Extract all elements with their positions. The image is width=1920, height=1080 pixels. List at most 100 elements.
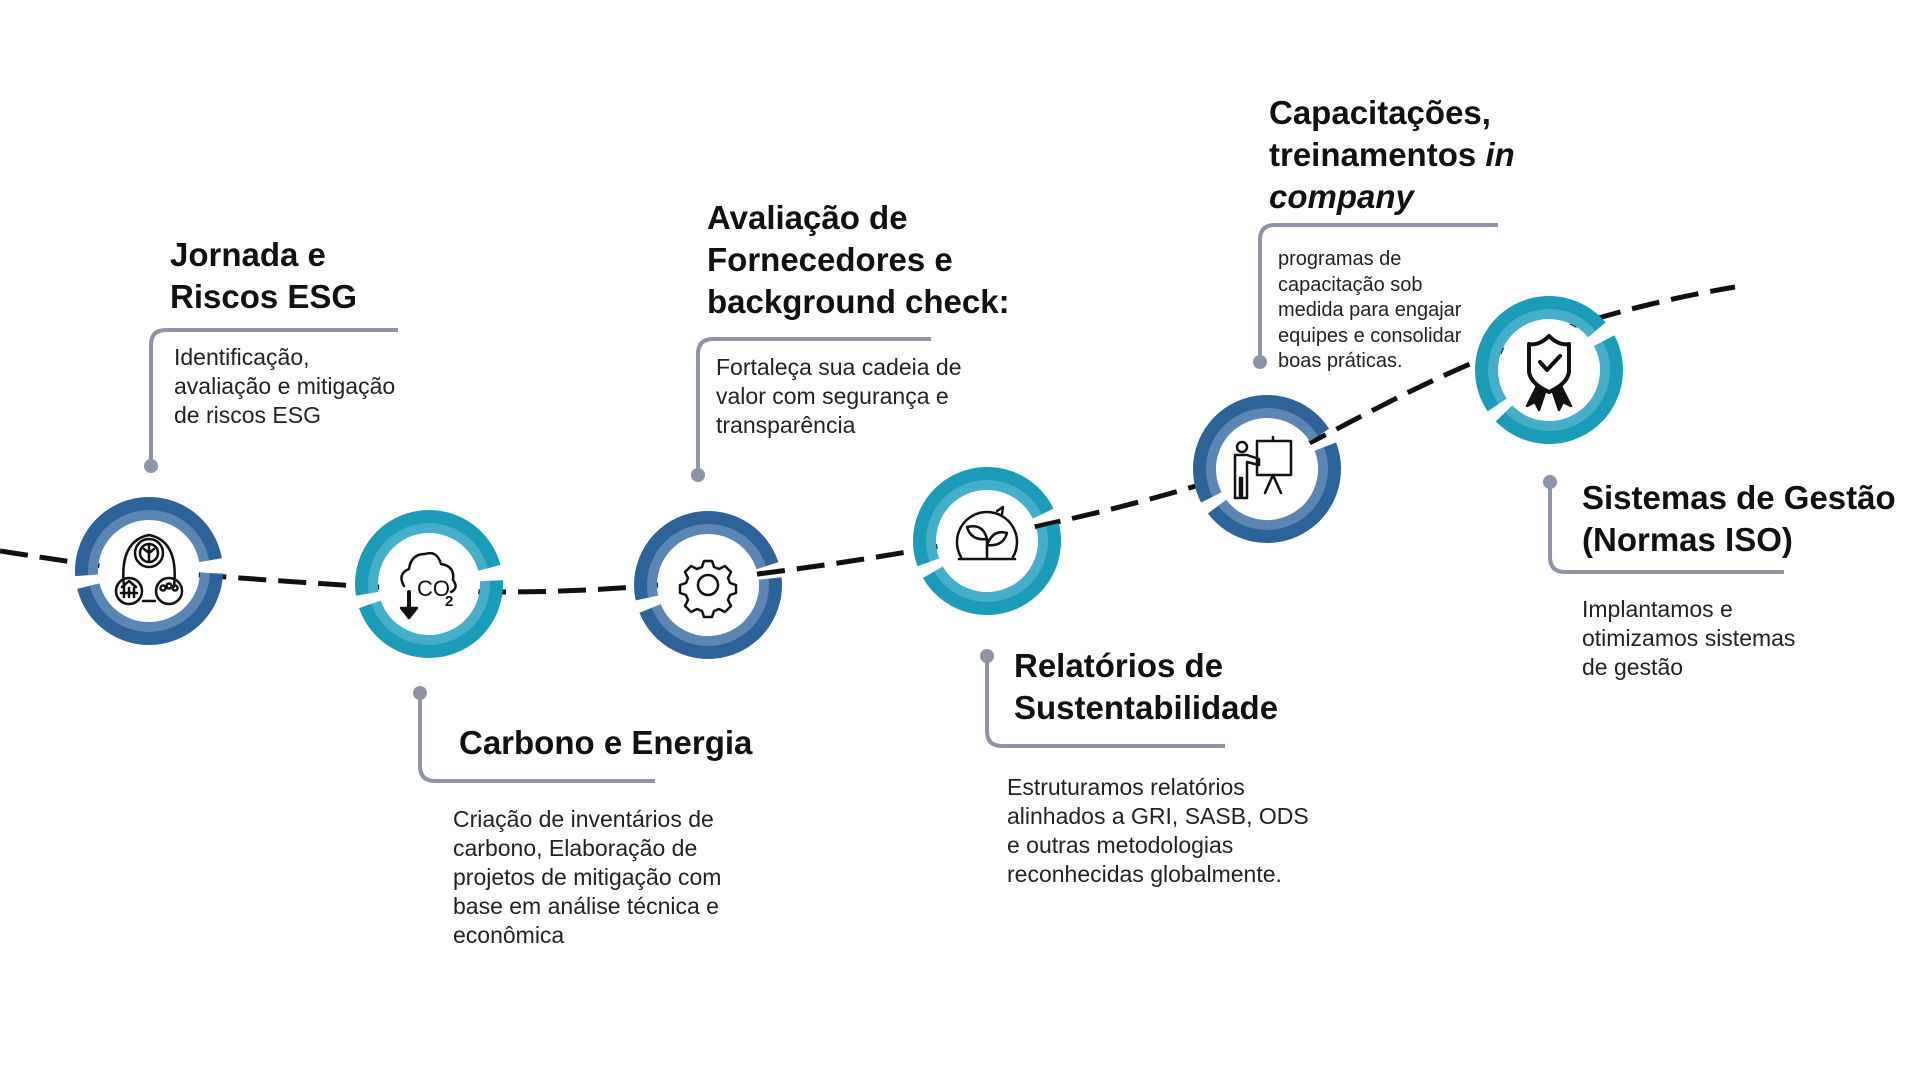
- desc-line: programas de: [1278, 248, 1402, 270]
- desc-line: reconhecidas globalmente.: [1007, 861, 1282, 887]
- desc-line: avaliação e mitigação: [174, 373, 396, 399]
- ring-arc: [651, 578, 769, 646]
- desc-line: otimizamos sistemas: [1582, 625, 1796, 651]
- ring-arc: [1206, 407, 1319, 497]
- ring-arc: [634, 511, 779, 601]
- connector-3: [696, 337, 931, 475]
- title-line: Relatórios de: [1014, 647, 1224, 684]
- ring-arc: [88, 510, 210, 576]
- ring-arc: [355, 510, 501, 596]
- desc-line: Criação de inventários de: [453, 806, 714, 832]
- desc-line: equipes e consolidar: [1278, 324, 1462, 347]
- ring-arc: [1488, 308, 1596, 405]
- ring-arc: [1475, 296, 1606, 412]
- ring-center: [1217, 419, 1317, 519]
- desc-line: projetos de mitigação com: [453, 864, 722, 890]
- ring-arc: [1207, 442, 1341, 543]
- ring-arc: [89, 572, 210, 632]
- connector-2: [418, 693, 655, 783]
- connector-6: [1548, 482, 1784, 574]
- desc-line: Identificação,: [174, 344, 310, 370]
- step-5-description: programas de capacitação sob medida para…: [1278, 247, 1461, 375]
- step-4-description: Estruturamos relatórios alinhados a GRI,…: [1007, 773, 1309, 889]
- step-ring-3: [634, 511, 782, 659]
- desc-line: medida para engajar: [1278, 299, 1462, 321]
- desc-line: Fortaleça sua cadeia de: [716, 354, 962, 380]
- desc-line: base em análise técnica e: [453, 893, 719, 919]
- step-2-title: Carbono e Energia: [459, 722, 752, 764]
- desc-line: Estruturamos relatórios: [1007, 774, 1245, 800]
- connector-dot: [1543, 475, 1557, 489]
- ring-center: [658, 535, 758, 635]
- ring-arc: [913, 467, 1054, 567]
- step-6-description: Implantamos e otimizamos sistemas de ges…: [1582, 595, 1795, 682]
- plant-cycle-icon: [955, 505, 1019, 561]
- step-4-title: Relatórios de Sustentabilidade: [1014, 645, 1278, 729]
- ring-arc: [371, 580, 490, 645]
- desc-line: valor com segurança e: [716, 383, 949, 409]
- connector-dot: [980, 649, 994, 663]
- step-2-description: Criação de inventários de carbono, Elabo…: [453, 805, 721, 950]
- ring-arc: [77, 572, 223, 645]
- ring-arc: [922, 523, 1061, 615]
- title-line: Fornecedores e: [707, 241, 953, 278]
- connectors: [149, 223, 1784, 783]
- ring-arc: [1505, 341, 1610, 431]
- co2-reduction-icon: CO 2: [399, 551, 457, 620]
- ring-arc: [926, 480, 1042, 562]
- desc-line: carbono, Elaboração de: [453, 835, 698, 861]
- title-line: treinamentos: [1269, 136, 1486, 173]
- desc-line: transparência: [716, 412, 856, 438]
- dashed-timeline-path: [0, 284, 1736, 595]
- step-1-title: Jornada e Riscos ESG: [170, 234, 357, 318]
- step-1-description: Identificação, avaliação e mitigação de …: [174, 343, 395, 430]
- co2-subscript: 2: [445, 593, 453, 610]
- ring-arc: [359, 580, 503, 658]
- title-italic: in: [1485, 136, 1515, 173]
- ring-arc: [934, 526, 1048, 602]
- title-line: Carbono e Energia: [459, 724, 753, 761]
- desc-line: alinhados a GRI, SASB, ODS: [1007, 803, 1309, 829]
- title-line: Sustentabilidade: [1014, 689, 1279, 726]
- step-ring-1: [75, 497, 223, 645]
- connector-4: [985, 656, 1225, 748]
- title-line: Jornada e: [170, 236, 326, 273]
- ring-arc: [639, 577, 782, 659]
- title-italic: company: [1269, 178, 1414, 215]
- connector-1: [149, 328, 398, 466]
- ring-arc: [368, 523, 488, 594]
- ring-arc: [75, 497, 222, 577]
- title-line: Riscos ESG: [170, 278, 358, 315]
- shield-award-icon: [1525, 334, 1573, 412]
- ring-arc: [647, 524, 767, 598]
- connector-5: [1258, 223, 1498, 362]
- step-3-title: Avaliação de Fornecedores e background c…: [707, 197, 1010, 323]
- gear-icon: [678, 559, 738, 619]
- title-line: background check:: [707, 283, 1010, 320]
- ring-arc: [1495, 335, 1624, 445]
- co2-label: CO: [417, 576, 450, 601]
- step-ring-5: [1193, 395, 1341, 543]
- title-line: Capacitações,: [1269, 94, 1491, 131]
- step-5-title: Capacitações, treinamentos in company: [1269, 92, 1515, 218]
- desc-line: capacitação sob: [1278, 273, 1423, 296]
- ring-arc: [1193, 395, 1330, 503]
- desc-line: de gestão: [1582, 654, 1684, 680]
- connector-dots: [144, 355, 1557, 700]
- connector-dot: [144, 459, 158, 473]
- title-line: Avaliação de: [707, 199, 908, 236]
- step-6-title: Sistemas de Gestão (Normas ISO): [1582, 477, 1896, 561]
- ring-arc: [1218, 447, 1328, 530]
- title-line: Sistemas de Gestão: [1582, 479, 1896, 516]
- presenter-board-icon: [1233, 435, 1293, 500]
- desc-line: Implantamos e: [1582, 596, 1733, 622]
- connector-dot: [691, 468, 705, 482]
- title-line: (Normas ISO): [1582, 521, 1793, 558]
- connector-dot: [413, 686, 427, 700]
- esg-risk-icon: [114, 533, 184, 606]
- desc-line: de riscos ESG: [174, 402, 321, 428]
- desc-line: e outras metodologias: [1007, 832, 1234, 858]
- connector-dot: [1253, 355, 1267, 369]
- step-3-description: Fortaleça sua cadeia de valor com segura…: [716, 353, 962, 440]
